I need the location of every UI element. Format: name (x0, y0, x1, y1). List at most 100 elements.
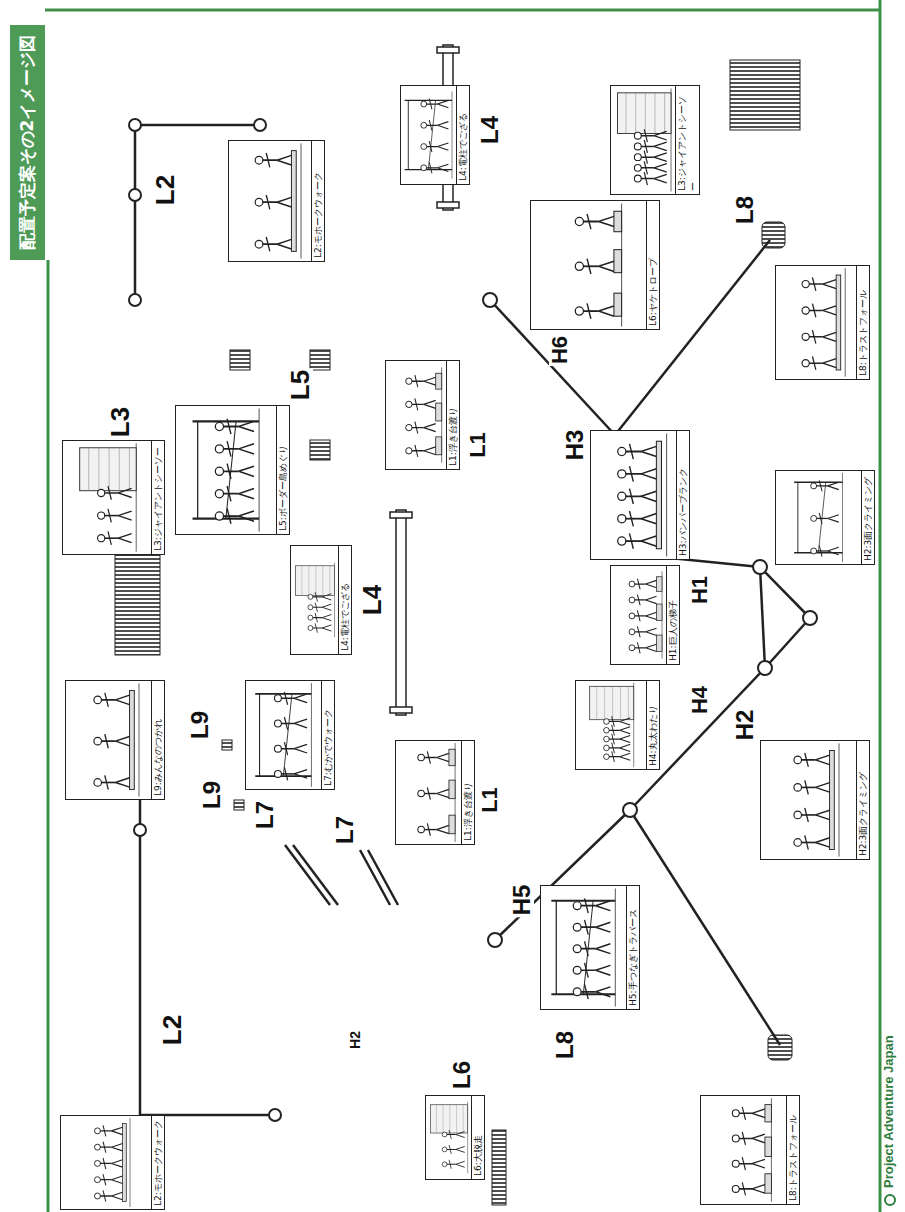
activity-caption: L1:浮き台渡り (446, 361, 459, 469)
activity-sketch (611, 86, 675, 194)
area-label: L9 (188, 709, 212, 741)
ropes (135, 125, 810, 1115)
activity-picture (761, 741, 856, 859)
caption-text: H4:丸太わたり (648, 684, 658, 766)
area-label: L8 (553, 1029, 577, 1061)
activity-picture (591, 431, 676, 559)
activity-picture (576, 681, 646, 769)
activity-picture (531, 201, 646, 329)
activity-sketch (426, 1096, 471, 1179)
area-label: L1 (467, 430, 489, 460)
activity-caption: L6:ヤケトロープ (646, 201, 659, 329)
activity-picture (66, 681, 151, 799)
activity-sketch (396, 741, 461, 844)
activity-sketch (63, 441, 151, 554)
caption-text: L1:浮き台渡り (463, 744, 473, 841)
activity-caption: H5:手つなぎトラバース (626, 886, 639, 1009)
area-label: H3 (563, 428, 587, 463)
activity-card: L1:浮き台渡り (385, 360, 460, 470)
anchor-rings (129, 119, 817, 1121)
activity-picture (426, 1096, 471, 1179)
area-label: L3 (107, 405, 133, 439)
activity-card: L4:電柱でござる (290, 545, 352, 655)
caption-text: L3:ジャイアントシーソー (153, 444, 163, 551)
caption-text: L5:ボーダー島めぐり (278, 409, 288, 531)
activity-card: L3:ジャイアントシーソー (62, 440, 165, 555)
caption-text: L1:浮き台渡り (448, 364, 458, 466)
activity-picture (386, 361, 446, 469)
area-label: L4 (478, 114, 502, 146)
activity-picture (396, 741, 461, 844)
caption-text: H5:手つなぎトラバース (628, 889, 638, 1006)
logo-mark (885, 1195, 895, 1205)
caption-text: L7:むかでウォーク (323, 684, 333, 786)
area-label: L7 (333, 814, 357, 846)
activity-picture (291, 546, 338, 654)
activity-caption: L2:モホークウォーク (311, 141, 324, 261)
activity-caption: L9:みんなのつかれ (151, 681, 164, 799)
activity-picture (401, 86, 456, 184)
activity-picture (541, 886, 626, 1009)
title-text: 配置予定案その2イメージ図 (16, 35, 39, 251)
activity-card: L2:モホークウォーク (228, 140, 325, 262)
caption-text: L8:トラストフォール (788, 1099, 798, 1201)
caption-text: H2:3面クライミング (863, 474, 873, 561)
activity-caption: L8:トラストフォール (856, 266, 869, 379)
caption-text: L2:モホークウォーク (153, 1119, 163, 1206)
activity-caption: L2:モホークウォーク (151, 1116, 164, 1209)
activity-caption: L3:ジャイアントシーソー (675, 86, 699, 194)
activity-sketch (229, 141, 311, 261)
activity-picture (611, 86, 675, 194)
activity-sketch (761, 741, 856, 859)
activity-caption: L8:トラストフォール (786, 1096, 799, 1204)
activity-sketch (246, 681, 321, 789)
caption-text: L2:モホークウォーク (313, 144, 323, 258)
activity-sketch (776, 266, 856, 379)
activity-sketch (291, 546, 338, 654)
area-label: H5 (510, 883, 534, 918)
activity-sketch (61, 1116, 151, 1209)
activity-card: H4:丸太わたり (575, 680, 660, 770)
mats-and-posts (115, 60, 800, 1205)
activity-caption: L4:電柱でござる (456, 86, 469, 184)
area-label: L7 (253, 799, 277, 831)
activity-card: H5:手つなぎトラバース (540, 885, 640, 1010)
activity-picture (61, 1116, 151, 1209)
activity-caption: L7:むかでウォーク (321, 681, 334, 789)
caption-text: L4:電柱でござる (458, 89, 468, 181)
activity-sketch (776, 471, 861, 564)
caption-text: H1:巨人の梯子 (668, 569, 678, 661)
activity-card: L9:みんなのつかれ (65, 680, 165, 800)
activity-card: L7:むかでウォーク (245, 680, 335, 790)
activity-sketch (541, 886, 626, 1009)
activity-caption: H4:丸太わたり (646, 681, 659, 769)
area-label: H1 (689, 574, 711, 606)
area-label: L6 (450, 1059, 474, 1091)
activity-picture (176, 406, 276, 534)
activity-card: L4:電柱でござる (400, 85, 470, 185)
activity-card: H1:巨人の梯子 (610, 565, 680, 665)
activity-sketch (66, 681, 151, 799)
activity-sketch (611, 566, 666, 664)
activity-sketch (576, 681, 646, 769)
activity-card: H3:バンパーブランク (590, 430, 690, 560)
activity-caption: L3:ジャイアントシーソー (151, 441, 164, 554)
activity-caption: L5:ボーダー島めぐり (276, 406, 289, 534)
brand-text: Project Adventure Japan (882, 1033, 895, 1190)
activity-caption: H2:3面クライミング (861, 471, 874, 564)
activity-sketch (701, 1096, 786, 1204)
area-label: L5 (287, 368, 313, 402)
activity-sketch (531, 201, 646, 329)
title-band: 配置予定案その2イメージ図 (10, 25, 45, 260)
caption-text: H3:バンパーブランク (678, 434, 688, 556)
caption-text: L8:トラストフォール (858, 269, 868, 376)
activity-picture (776, 471, 861, 564)
activity-picture (246, 681, 321, 789)
activity-sketch (176, 406, 276, 534)
area-label: L9 (200, 779, 224, 811)
activity-card: L8:トラストフォール (700, 1095, 800, 1205)
activity-caption: H3:バンパーブランク (676, 431, 689, 559)
caption-text: L9:みんなのつかれ (153, 684, 163, 796)
activity-picture (63, 441, 151, 554)
activity-card: L5:ボーダー島めぐり (175, 405, 290, 535)
